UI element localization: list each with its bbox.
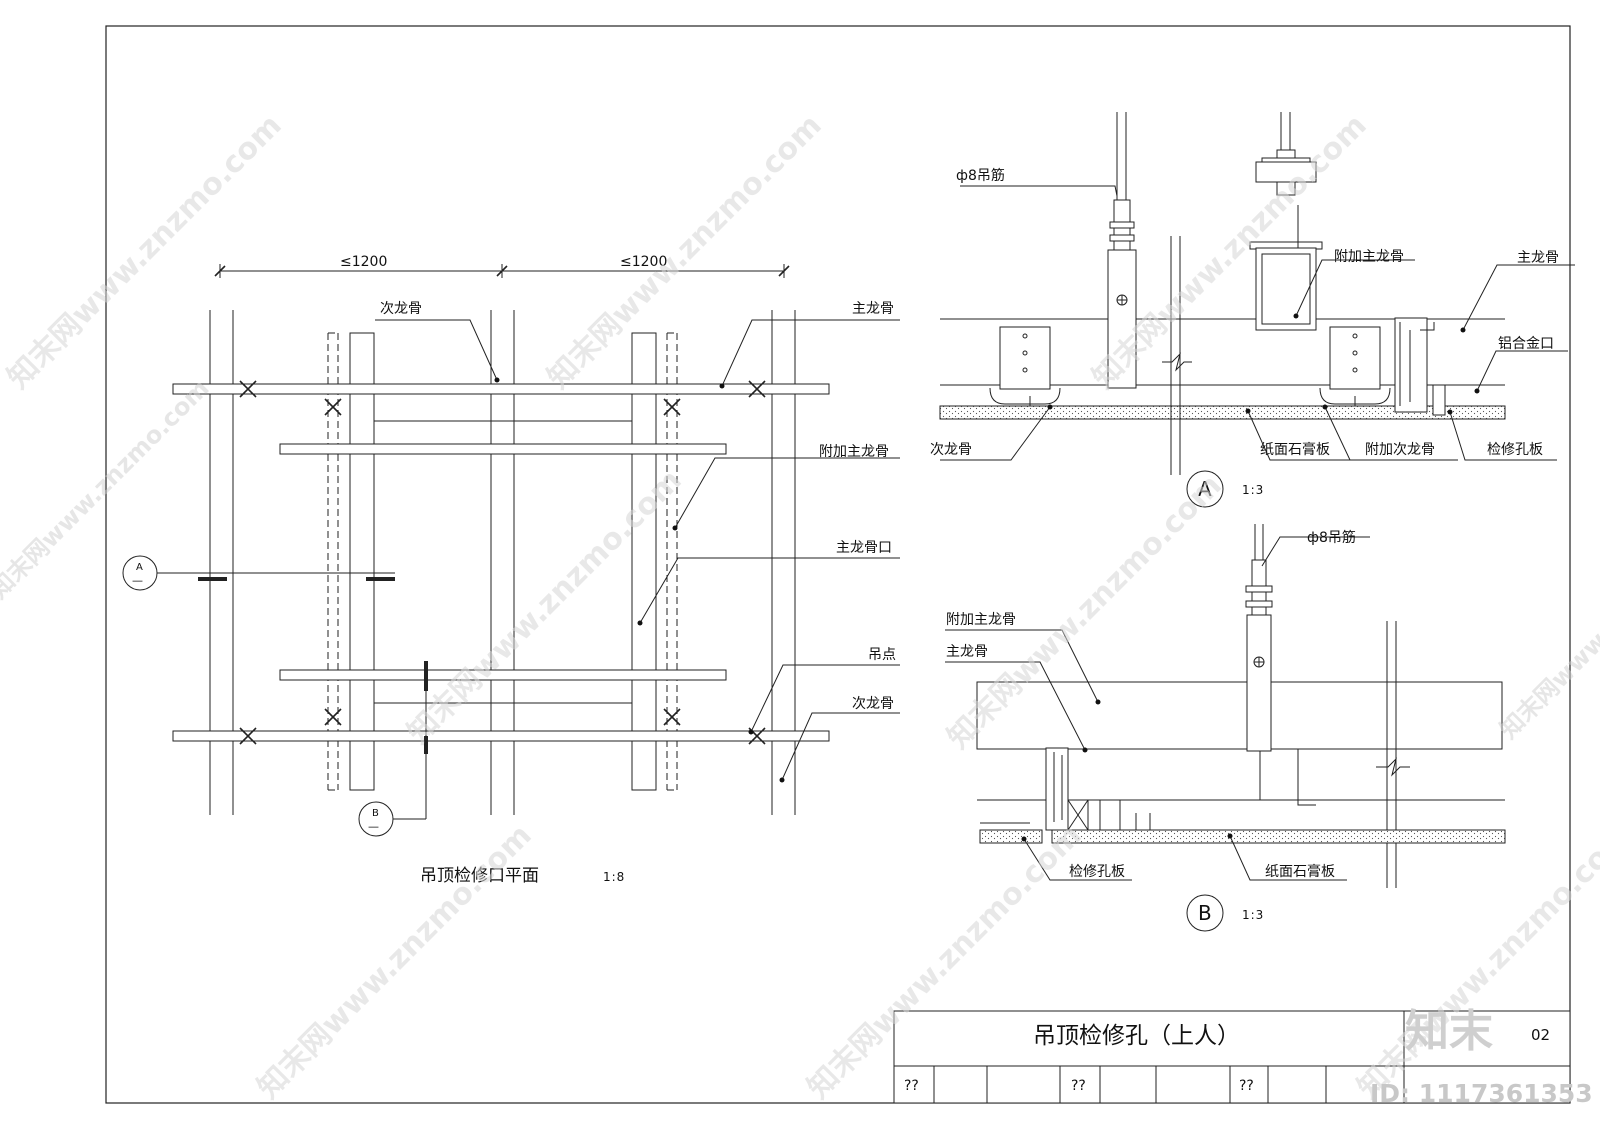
section-a-dots	[1047, 313, 1480, 415]
section-b-scale: 1:3	[1242, 908, 1264, 922]
section-b-label-added-main: 附加主龙骨	[946, 612, 1016, 628]
plan-label-hang-point: 吊点	[868, 647, 896, 663]
section-a-label-added-main: 附加主龙骨	[1334, 249, 1404, 265]
plan-view	[122, 264, 900, 837]
section-a-view	[939, 112, 1575, 508]
section-b-label-rod: ф8吊筋	[1307, 529, 1356, 546]
title-block-sheet-no: 02	[1531, 1026, 1550, 1044]
plan-scale: 1:8	[603, 870, 625, 884]
section-a-label-gypsum: 纸面石膏板	[1260, 441, 1330, 458]
section-a-label-alu-edge: 铝合金口	[1498, 336, 1554, 352]
plan-label-main-opening: 主龙骨口	[836, 540, 892, 556]
plan-leader-dots	[494, 377, 785, 783]
section-b-label-access-panel: 检修孔板	[1069, 864, 1125, 880]
plan-dim-right: ≤1200	[620, 254, 667, 270]
watermark-brand: 知末	[1405, 1006, 1493, 1057]
title-block-cell-1: ??	[904, 1078, 919, 1094]
section-a-label-access-panel: 检修孔板	[1487, 442, 1543, 458]
plan-label-main-top: 主龙骨	[852, 301, 894, 317]
section-b-label-gypsum: 纸面石膏板	[1265, 863, 1335, 880]
watermark-text: 知末网www.znzmo.com	[1, 108, 289, 396]
plan-label-secondary-bottom: 次龙骨	[852, 696, 894, 712]
plan-title: 吊顶检修口平面	[420, 866, 539, 886]
section-a-label-secondary: 次龙骨	[930, 442, 972, 458]
section-b-label-main: 主龙骨	[946, 644, 988, 660]
plan-marker-a: A	[136, 562, 143, 573]
section-b-dots	[1021, 699, 1233, 842]
section-b-view	[945, 524, 1506, 932]
plan-dim-left: ≤1200	[340, 254, 387, 270]
watermark-text: 知末网www.znzmo.com	[1494, 514, 1600, 744]
title-block-cell-3: ??	[1239, 1078, 1254, 1094]
sheet-border	[105, 25, 1571, 1104]
watermark-id: ID: 1117361353	[1370, 1079, 1593, 1108]
section-a-scale: 1:3	[1242, 483, 1264, 497]
title-block-cell-2: ??	[1071, 1078, 1086, 1094]
section-b-marker: B	[1198, 901, 1212, 925]
plan-label-added-main: 附加主龙骨	[819, 444, 889, 460]
section-a-marker: A	[1198, 477, 1212, 501]
plan-label-secondary-top: 次龙骨	[380, 301, 422, 317]
plan-marker-b: B	[372, 808, 379, 819]
title-block-title: 吊顶检修孔（上人）	[1033, 1023, 1240, 1049]
watermark-text: 知末网www.znzmo.com	[251, 818, 539, 1106]
watermark-text: 知末网www.znzmo.com	[541, 108, 829, 396]
plan-marker-a-line: —	[132, 574, 143, 587]
section-a-label-main: 主龙骨	[1517, 250, 1559, 266]
section-a-label-added-secondary: 附加次龙骨	[1365, 442, 1435, 458]
watermark-text: 知末网www.znzmo.com	[0, 374, 215, 604]
title-block	[893, 1010, 1571, 1104]
plan-marker-b-line: —	[368, 820, 379, 833]
section-a-label-rod: ф8吊筋	[956, 167, 1005, 184]
